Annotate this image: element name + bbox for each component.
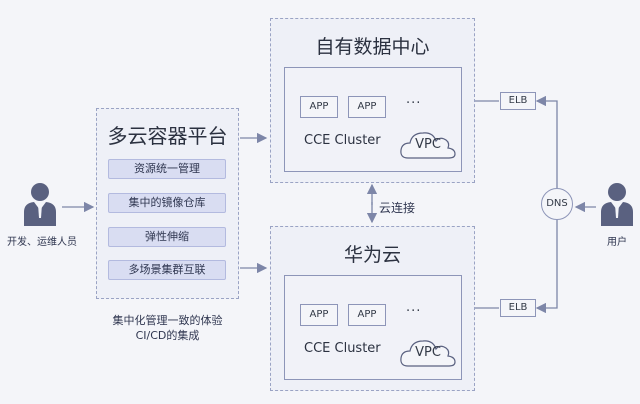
huawei-app-1: APP xyxy=(300,304,338,326)
platform-caption-2: CI/CD的集成 xyxy=(135,329,200,342)
devops-label: 开发、运维人员 xyxy=(7,237,77,248)
line-dns-to-top-elb xyxy=(535,95,558,188)
dns-node: DNS xyxy=(541,188,573,220)
huawei-more-dots: ··· xyxy=(406,304,422,319)
end-user-person-icon xyxy=(601,183,633,226)
own-dc-vpc-cloud-icon xyxy=(400,132,456,159)
huawei-cloud-title: 华为云 xyxy=(343,244,401,266)
feature-autoscaling: 弹性伸缩 xyxy=(108,227,226,247)
platform-title: 多云容器平台 xyxy=(107,124,228,148)
feature-image-registry: 集中的镜像仓库 xyxy=(108,193,226,213)
own-dc-elb: ELB xyxy=(500,92,536,110)
huawei-elb: ELB xyxy=(500,299,536,317)
cloud-link-label: 云连接 xyxy=(379,201,416,215)
own-dc-cluster-label: CCE Cluster xyxy=(304,133,381,148)
line-dns-to-bottom-elb xyxy=(535,220,558,314)
own-dc-vpc-label: VPC xyxy=(415,137,441,152)
huawei-cluster-label: CCE Cluster xyxy=(304,341,381,356)
huawei-app-2: APP xyxy=(348,304,386,326)
own-dc-app-2: APP xyxy=(348,96,386,118)
huawei-vpc-label: VPC xyxy=(415,345,441,360)
own-datacenter-title: 自有数据中心 xyxy=(315,36,430,58)
devops-person-icon xyxy=(24,183,56,226)
platform-caption-1: 集中化管理一致的体验 xyxy=(112,314,223,327)
feature-cluster-interconnect: 多场景集群互联 xyxy=(108,260,226,280)
own-dc-app-1: APP xyxy=(300,96,338,118)
own-dc-more-dots: ··· xyxy=(406,96,422,111)
huawei-vpc-cloud-icon xyxy=(400,340,456,367)
end-user-label: 用户 xyxy=(607,237,627,248)
feature-unified-resource: 资源统一管理 xyxy=(108,159,226,179)
